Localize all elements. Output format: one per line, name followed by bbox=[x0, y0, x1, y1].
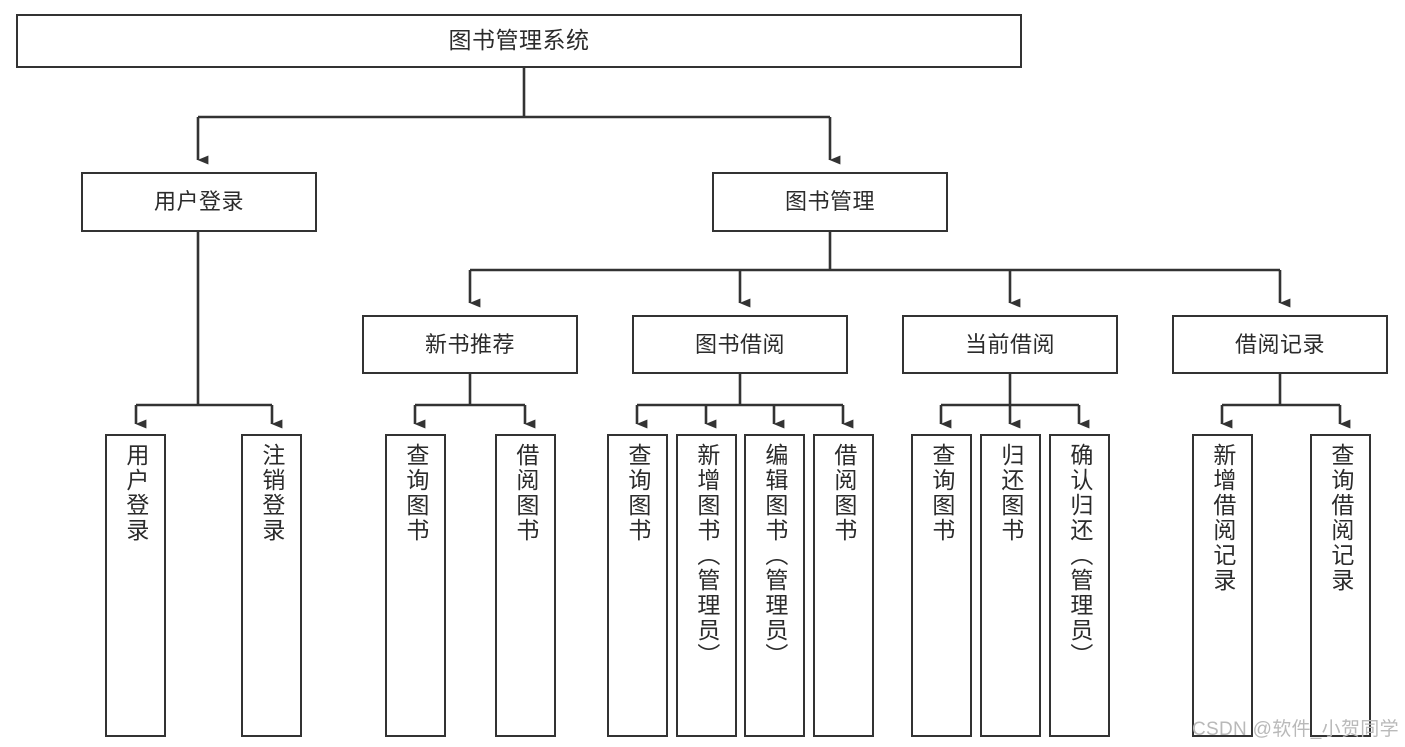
leaf-new-book-borrow[interactable]: 借阅图书 bbox=[495, 434, 556, 737]
node-label: 查询借阅记录 bbox=[1327, 443, 1354, 593]
node-book-borrow[interactable]: 图书借阅 bbox=[632, 315, 848, 374]
node-label: 查询图书 bbox=[402, 443, 429, 543]
node-new-book-recommend[interactable]: 新书推荐 bbox=[362, 315, 578, 374]
node-label: 图书管理 bbox=[784, 189, 875, 215]
node-current-borrow[interactable]: 当前借阅 bbox=[902, 315, 1118, 374]
edges-new-book-to-leaves bbox=[413, 374, 536, 429]
node-label: 归还图书 bbox=[997, 443, 1024, 543]
node-label: 图书借阅 bbox=[694, 331, 785, 357]
node-label: 借阅图书 bbox=[512, 443, 539, 543]
node-label: 确认归还（管理员） bbox=[1066, 443, 1093, 668]
edges-level2-to-level3 bbox=[468, 232, 1291, 308]
leaf-current-borrow-confirm-return[interactable]: 确认归还（管理员） bbox=[1049, 434, 1110, 737]
leaf-new-book-query[interactable]: 查询图书 bbox=[385, 434, 446, 737]
leaf-user-login-signin[interactable]: 用户登录 bbox=[105, 434, 166, 737]
edges-borrow-record-to-leaves bbox=[1220, 374, 1351, 429]
node-label: 借阅记录 bbox=[1234, 331, 1325, 357]
leaf-borrow-record-query[interactable]: 查询借阅记录 bbox=[1310, 434, 1371, 737]
leaf-book-borrow-query[interactable]: 查询图书 bbox=[607, 434, 668, 737]
node-root-system[interactable]: 图书管理系统 bbox=[16, 14, 1022, 68]
node-label: 借阅图书 bbox=[830, 443, 857, 543]
node-label: 新书推荐 bbox=[424, 331, 515, 357]
node-label: 新增图书（管理员） bbox=[693, 443, 720, 668]
node-label: 编辑图书（管理员） bbox=[761, 443, 788, 668]
node-label: 用户登录 bbox=[122, 443, 149, 543]
node-label: 用户登录 bbox=[153, 189, 244, 215]
leaf-book-borrow-edit[interactable]: 编辑图书（管理员） bbox=[744, 434, 805, 737]
edges-root-to-level2 bbox=[196, 68, 841, 165]
edges-book-borrow-to-leaves bbox=[635, 374, 854, 429]
node-user-login[interactable]: 用户登录 bbox=[81, 172, 317, 232]
leaf-user-login-signout[interactable]: 注销登录 bbox=[241, 434, 302, 737]
leaf-current-borrow-query[interactable]: 查询图书 bbox=[911, 434, 972, 737]
leaf-current-borrow-return[interactable]: 归还图书 bbox=[980, 434, 1041, 737]
node-label: 注销登录 bbox=[258, 443, 285, 543]
node-label: 当前借阅 bbox=[964, 331, 1055, 357]
node-book-management[interactable]: 图书管理 bbox=[712, 172, 948, 232]
node-label: 图书管理系统 bbox=[448, 27, 590, 54]
edges-user-login-to-leaves bbox=[134, 232, 283, 429]
csdn-watermark: CSDN @软件_小贺同学 bbox=[1192, 719, 1399, 740]
leaf-borrow-record-add[interactable]: 新增借阅记录 bbox=[1192, 434, 1253, 737]
node-label: 新增借阅记录 bbox=[1209, 443, 1236, 593]
edges-current-borrow-to-leaves bbox=[939, 374, 1090, 429]
node-label: 查询图书 bbox=[928, 443, 955, 543]
node-label: 查询图书 bbox=[624, 443, 651, 543]
node-borrow-record[interactable]: 借阅记录 bbox=[1172, 315, 1388, 374]
leaf-book-borrow-add[interactable]: 新增图书（管理员） bbox=[676, 434, 737, 737]
leaf-book-borrow-lend[interactable]: 借阅图书 bbox=[813, 434, 874, 737]
